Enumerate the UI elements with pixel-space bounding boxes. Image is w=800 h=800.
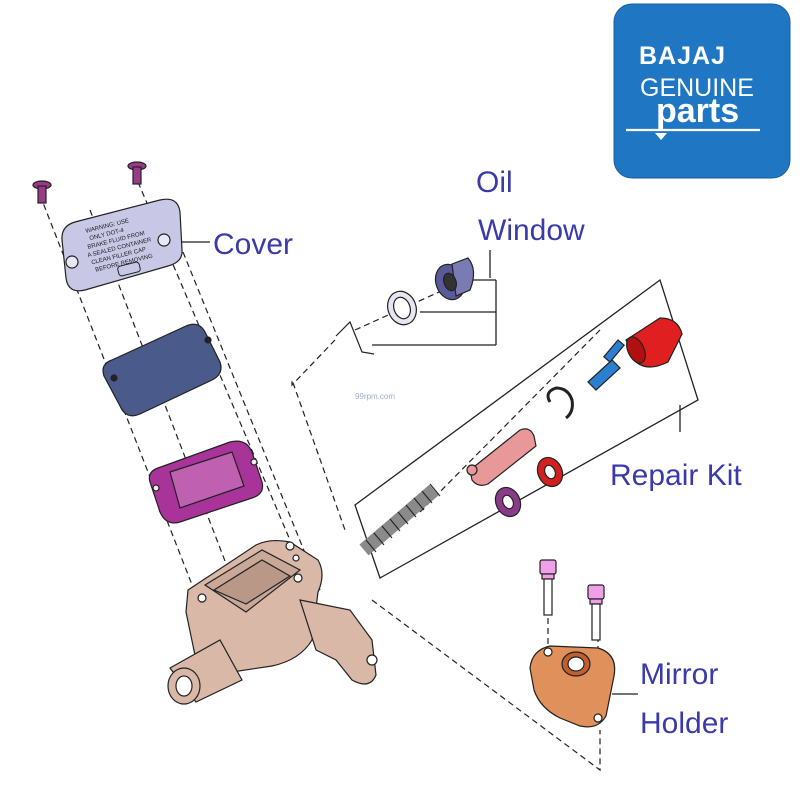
logo-arrow-icon [655, 133, 667, 140]
label-cover: Cover [213, 228, 293, 261]
mirror-bolt-right [587, 584, 605, 641]
seal-red [536, 456, 564, 488]
logo-brand-text: BAJAJ [639, 42, 726, 70]
label-oil-window-line1: Oil [476, 166, 513, 199]
label-mirror-holder-line2: Holder [640, 707, 728, 740]
seal-purple [494, 486, 522, 518]
cover-screw-left [32, 180, 52, 204]
master-cylinder-body [167, 539, 378, 705]
push-rod [587, 339, 625, 391]
logo-parts-text: parts [656, 92, 739, 130]
bajaj-genuine-parts-logo: BAJAJ GENUINE parts [613, 3, 791, 179]
spring [359, 483, 441, 556]
mirror-bolt-left [539, 559, 557, 616]
oil-window-grommet [434, 257, 475, 301]
cover-screw-right [127, 161, 147, 185]
watermark-text: 99rpm.com [355, 392, 395, 401]
leader-lines [178, 241, 681, 695]
rubber-diaphragm [148, 440, 264, 524]
repair-kit-box [354, 278, 699, 579]
oil-window-clip [335, 320, 375, 355]
diaphragm-plate [102, 323, 222, 417]
label-mirror-holder-line1: Mirror [640, 658, 718, 691]
label-oil-window-line2: Window [478, 214, 585, 247]
label-repair-kit: Repair Kit [610, 459, 742, 492]
cover-logo-icon [117, 261, 141, 277]
logo-genuine-text: GENUINE [640, 74, 754, 102]
dust-boot [625, 317, 683, 368]
circlip [546, 386, 574, 420]
reservoir-cover: WARNING: USE ONLY DOT-4 BRAKE FLUID FROM… [61, 198, 183, 292]
oil-window-washer [387, 290, 417, 326]
piston [466, 428, 537, 486]
mirror-holder-clamp [529, 645, 616, 728]
